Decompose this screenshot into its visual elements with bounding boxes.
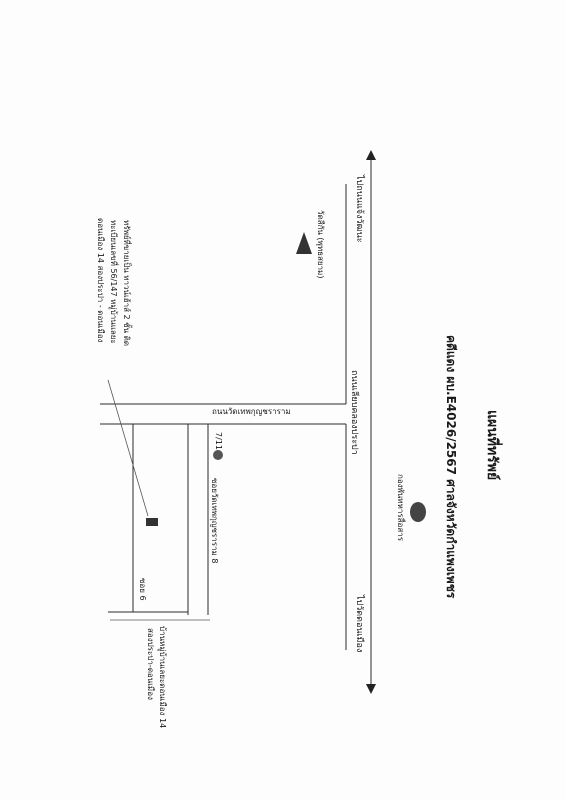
property-note-line1: ทรัพย์ที่ขายเป็น ทาวน์เฮ้าส์ 2 ชั้น ติด: [122, 220, 133, 346]
temple-icon: [296, 232, 312, 254]
map-title: แผนที่ทรัพย์: [484, 410, 503, 480]
property-note-line2: ทะเบียนเลขที่ 56/147 หมู่บ้านแลยะ: [108, 220, 120, 344]
soi-small-label: ซอย 6: [138, 578, 147, 601]
case-number: คดีแดง ผบ.E4026/2567 ศาลจังหวัดกำแพงเพชร: [444, 335, 458, 599]
direction-bang-khen: ไปถนนแจ้งวัฒนะ: [354, 174, 365, 243]
property-note-line3: ดอนเมือง 14 สองประปา - ดอนเมือง: [96, 218, 105, 343]
cross-road-label: ถนนวัดเทพกุญชราราม: [212, 407, 291, 416]
main-road-label: ถนนเลียบคลองประปา: [349, 370, 360, 455]
direction-don-mueang: ไปวัดดอนเมือง: [354, 594, 365, 652]
village-sub-label: สองประปา-ดอนเมือง: [146, 628, 155, 700]
arrow-up-icon: [366, 150, 376, 160]
seven-eleven-label: 7/11: [214, 432, 223, 450]
temple-label: วัดสีกัน (พุทธสยาม): [316, 210, 325, 278]
army-icon: [410, 502, 426, 522]
village-label: บ้านหมู่บ้านเลยะดอนเมือง 14: [157, 626, 167, 728]
soi-main-label: ซอยวัดเทพกุญชราราม 8: [210, 478, 219, 563]
seven-eleven-icon: [213, 450, 223, 460]
property-pointer: [107, 379, 149, 517]
army-label: กองพันทหารสื่อสาร: [396, 474, 407, 542]
arrow-down-icon: [366, 684, 376, 694]
property-marker-icon: [146, 518, 158, 526]
